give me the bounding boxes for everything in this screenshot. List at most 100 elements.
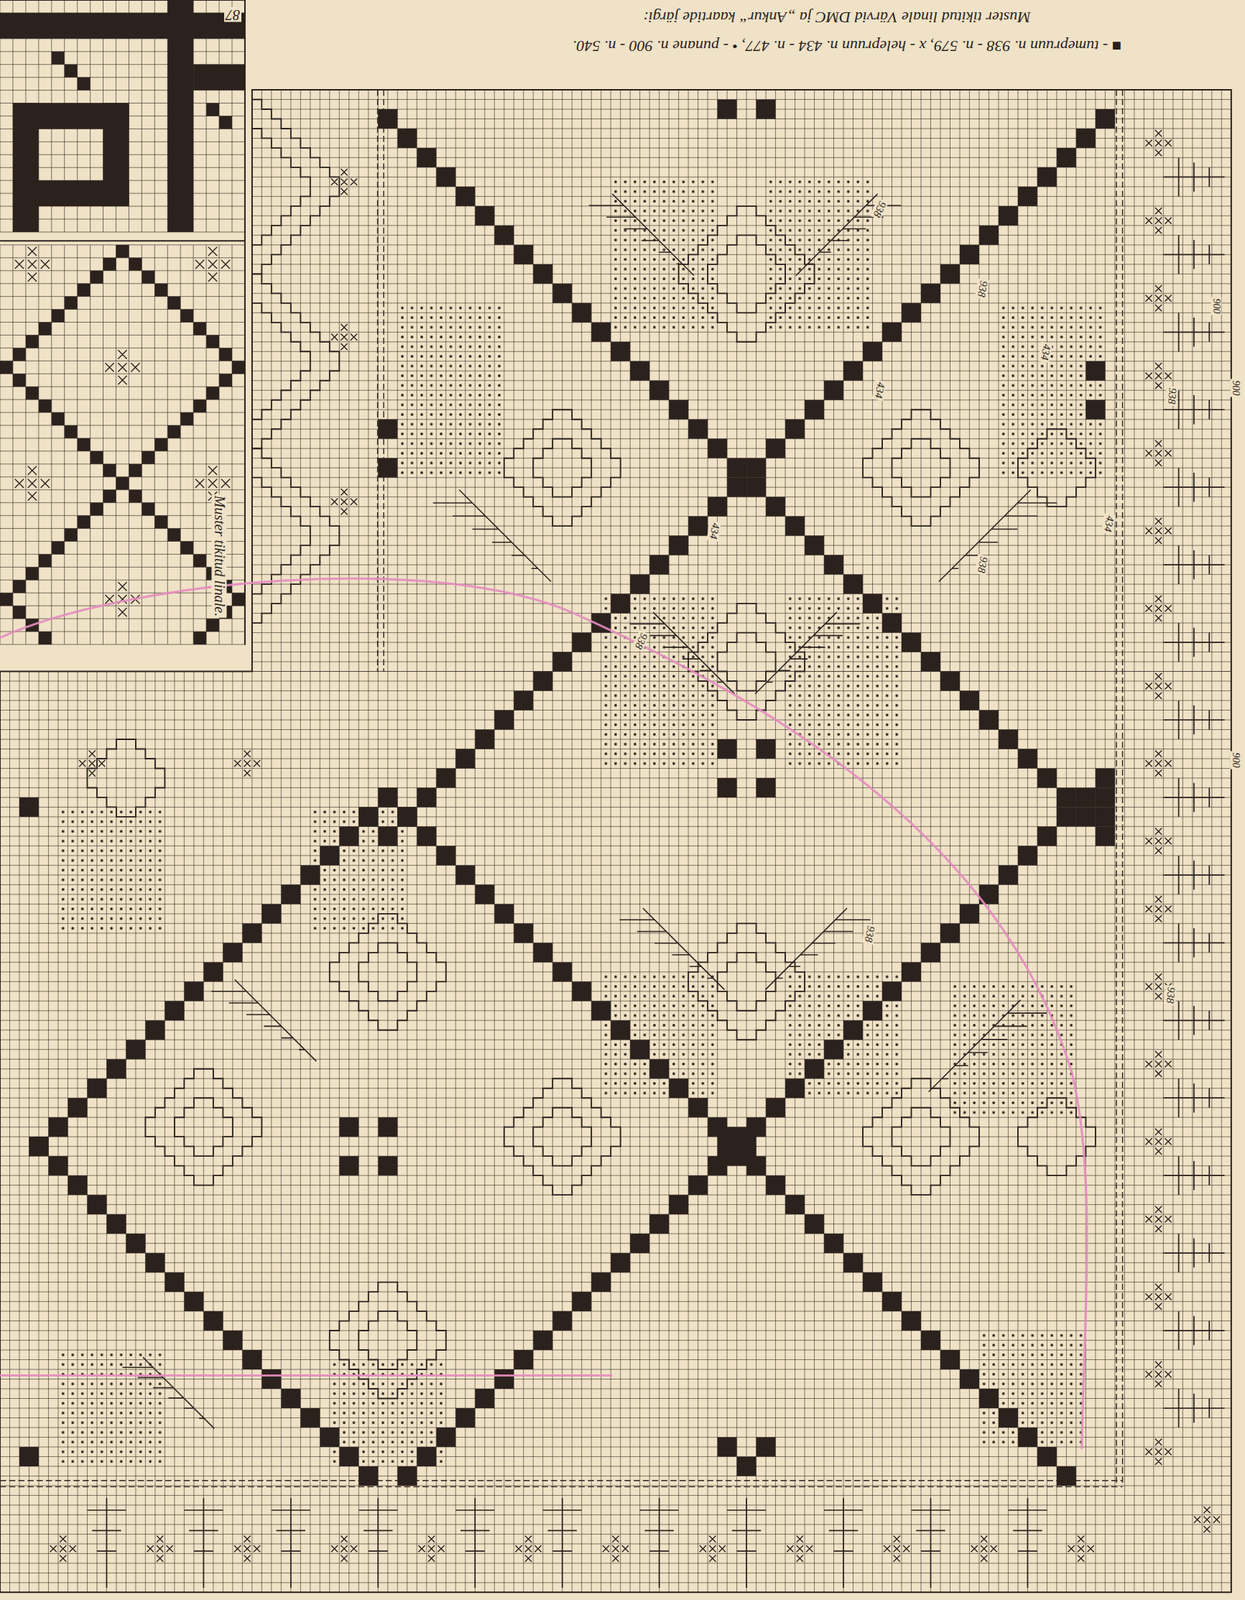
color-number: 900 <box>1230 378 1242 397</box>
dark-stitch <box>67 1175 87 1195</box>
inset-stitch <box>77 438 91 452</box>
inset-stitch <box>12 373 26 387</box>
inset-stitch <box>206 334 220 348</box>
fern-line <box>630 612 735 694</box>
dotted-area <box>949 981 1076 1118</box>
dark-stitch <box>998 729 1018 750</box>
inset-stitch <box>219 373 233 387</box>
inset-stitch <box>51 309 65 323</box>
dark-stitch <box>436 767 456 788</box>
dark-stitch <box>843 574 863 595</box>
inset-stitch <box>90 270 104 284</box>
cross-stitch-cluster <box>1145 1361 1172 1388</box>
page-number: 87 <box>224 6 242 22</box>
inset-stitch <box>193 399 207 413</box>
letter-stitch <box>77 77 91 91</box>
dark-stitch <box>591 1272 611 1292</box>
dark-stitch <box>998 864 1018 885</box>
dark-stitch <box>377 1155 398 1176</box>
dark-stitch <box>959 244 980 265</box>
inset-stitch <box>128 464 142 478</box>
cross-stitch-cluster <box>104 349 140 385</box>
inset-stitch <box>167 296 181 310</box>
cross-stitch-cluster <box>786 1535 813 1562</box>
dark-stitch <box>765 497 786 517</box>
dark-stitch <box>843 1020 863 1040</box>
letter-stitch <box>103 103 130 207</box>
dark-stitch <box>649 555 669 575</box>
inset-grid <box>0 0 245 645</box>
dark-stitch <box>1095 787 1115 807</box>
border-lines <box>0 89 1123 1487</box>
dark-stitch <box>940 671 960 692</box>
dark-stitch <box>707 497 728 517</box>
dark-stitch <box>979 710 999 730</box>
dark-stitch <box>688 1097 708 1118</box>
dark-stitch <box>455 1408 475 1428</box>
dark-stitch <box>300 864 320 885</box>
inset-stitch <box>12 579 26 593</box>
cross-stitch-cluster <box>418 1535 444 1562</box>
inset-stitch <box>154 515 168 529</box>
inset-stitch <box>90 451 104 465</box>
dark-stitch <box>940 1349 960 1370</box>
stepped-diamond <box>533 438 592 498</box>
inset-stitch <box>64 296 78 310</box>
dark-stitch <box>862 341 883 362</box>
color-number: 900 <box>1211 297 1223 316</box>
dark-stitch <box>397 128 417 148</box>
dark-stitch <box>533 671 553 692</box>
fern-motifs <box>122 193 1057 1429</box>
dark-stitch <box>1095 109 1115 129</box>
dark-stitch <box>630 361 650 381</box>
fern-line <box>122 1357 215 1429</box>
dark-stitch <box>300 1408 320 1428</box>
dark-stitch <box>358 806 378 827</box>
dark-stitch <box>533 942 553 962</box>
dark-stitch <box>979 225 999 245</box>
stepped-diamond <box>533 1107 592 1166</box>
dark-stitch <box>19 797 39 817</box>
dark-stitch <box>649 380 669 401</box>
letter-stitch <box>193 64 245 91</box>
dark-stitch <box>552 283 572 304</box>
dark-stitch <box>106 1058 126 1079</box>
dark-stitch <box>552 1311 572 1331</box>
dark-stitch <box>397 806 417 827</box>
dark-stitch <box>339 1155 359 1176</box>
stepped-diamond <box>892 1107 951 1166</box>
dark-stitch <box>183 981 204 1001</box>
dark-stitch <box>630 574 650 595</box>
stepped-diamond <box>329 913 447 1031</box>
dark-stitch <box>1017 186 1038 207</box>
tree-motif <box>358 1497 398 1588</box>
color-number: 938 <box>862 923 877 944</box>
chart-grid <box>0 89 1232 1592</box>
inset-stitch <box>154 438 168 452</box>
inset-stitch <box>12 605 26 619</box>
dark-stitch <box>649 1058 669 1079</box>
cross-stitch-cluster <box>15 466 50 501</box>
dark-stitch <box>756 99 776 119</box>
dark-stitch <box>1095 767 1115 788</box>
dark-stitch <box>1037 767 1057 788</box>
color-number: 434 <box>706 520 722 541</box>
color-number: 938 <box>870 198 889 221</box>
dark-stitch <box>785 1194 805 1215</box>
tree-motif <box>1163 1155 1225 1195</box>
dark-stitch <box>882 1291 902 1312</box>
tree-motifs <box>86 157 1225 1588</box>
inset-stitch <box>0 360 13 374</box>
cross-stitch-cluster <box>971 1535 998 1562</box>
tree-motif <box>1163 312 1225 352</box>
dark-stitch <box>979 1388 999 1409</box>
tree-motif <box>1163 778 1225 817</box>
inset-stitch <box>232 592 245 606</box>
cross-stitch-cluster <box>234 750 261 777</box>
dark-stitch <box>377 419 398 439</box>
dark-stitch <box>125 1233 146 1253</box>
tree-motif <box>727 1497 766 1588</box>
dark-stitch <box>901 961 921 982</box>
dark-stitch <box>474 729 495 750</box>
dashed-border <box>377 89 378 672</box>
